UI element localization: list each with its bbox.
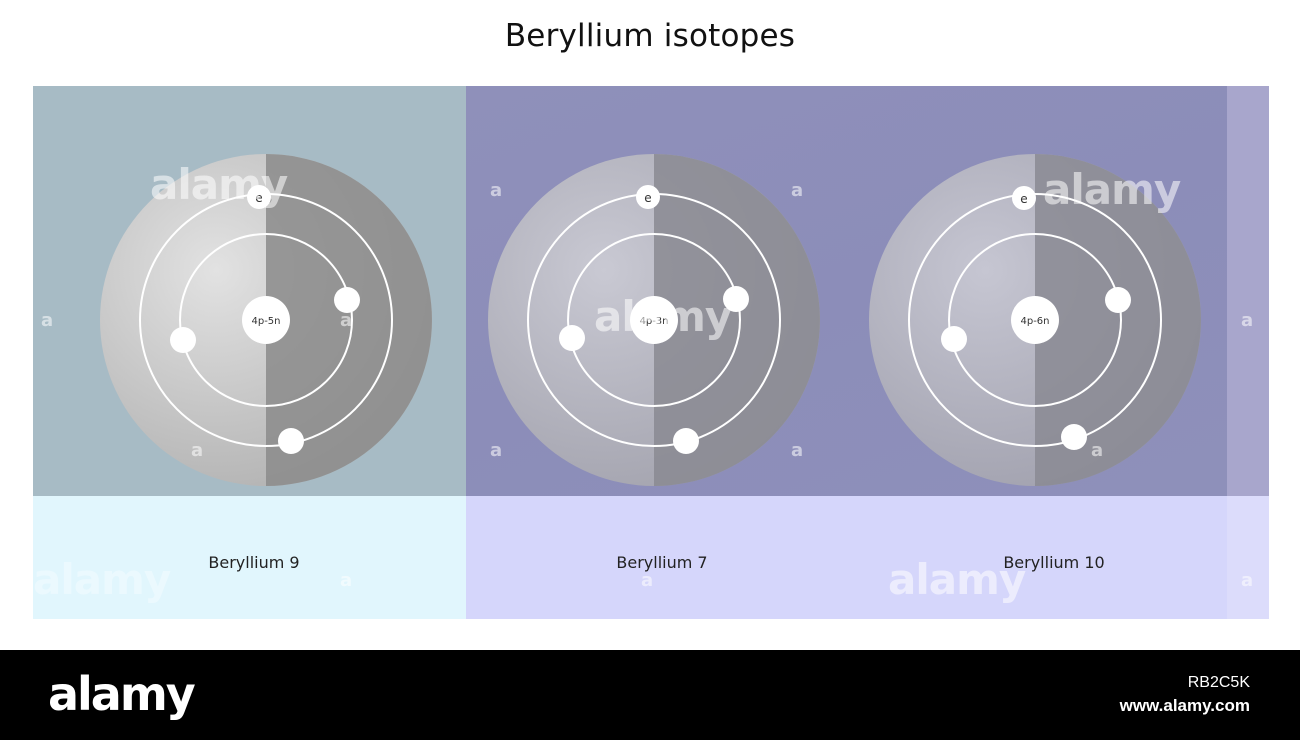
panel-edge-label-area [1227, 496, 1269, 619]
electron-label: e [644, 191, 651, 205]
inner-orbit [179, 233, 353, 407]
electron-labeled [1012, 186, 1036, 210]
panel-beryllium-7-10-label-area [466, 496, 1227, 619]
footer-url: www.alamy.com [1119, 696, 1250, 715]
image-id: RB2C5K [1187, 674, 1250, 691]
electron [723, 286, 749, 312]
nucleus-label: 4p-5n [251, 316, 280, 327]
electron [334, 287, 360, 313]
electron [941, 326, 967, 352]
electron-labeled [636, 185, 660, 209]
isotope-label-beryllium-10: Beryllium 10 [1003, 553, 1105, 572]
inner-orbit [948, 233, 1122, 407]
page-title: Beryllium isotopes [504, 18, 796, 54]
electron-label: e [1020, 192, 1027, 206]
electron-labeled [247, 185, 271, 209]
nucleus [1011, 296, 1059, 344]
atom-shaded-half [654, 154, 820, 486]
panel-beryllium-9-label-area [33, 496, 466, 619]
atom-diagram-beryllium-10: 4p-6n e [869, 154, 1201, 486]
electron [1061, 424, 1087, 450]
nucleus [630, 296, 678, 344]
footer-bar: alamy RB2C5K www.alamy.com [0, 650, 1300, 740]
electron [170, 327, 196, 353]
electron [673, 428, 699, 454]
nucleus-label: 4p-3n [639, 316, 668, 327]
inner-orbit [567, 233, 741, 407]
nucleus [242, 296, 290, 344]
atom-shaded-half [266, 154, 432, 486]
electron [559, 325, 585, 351]
atom-diagram-beryllium-7: 4p-3n e [488, 154, 820, 486]
nucleus-label: 4p-6n [1020, 316, 1049, 327]
isotope-label-beryllium-9: Beryllium 9 [208, 553, 300, 572]
atom-diagram-beryllium-9: 4p-5n e [100, 154, 432, 486]
electron-label: e [255, 191, 262, 205]
electron [278, 428, 304, 454]
isotope-label-beryllium-7: Beryllium 7 [616, 553, 708, 572]
panel-edge-diagram-area [1227, 86, 1269, 496]
alamy-logo: alamy [48, 667, 196, 721]
atom-shaded-half [1035, 154, 1201, 486]
electron [1105, 287, 1131, 313]
